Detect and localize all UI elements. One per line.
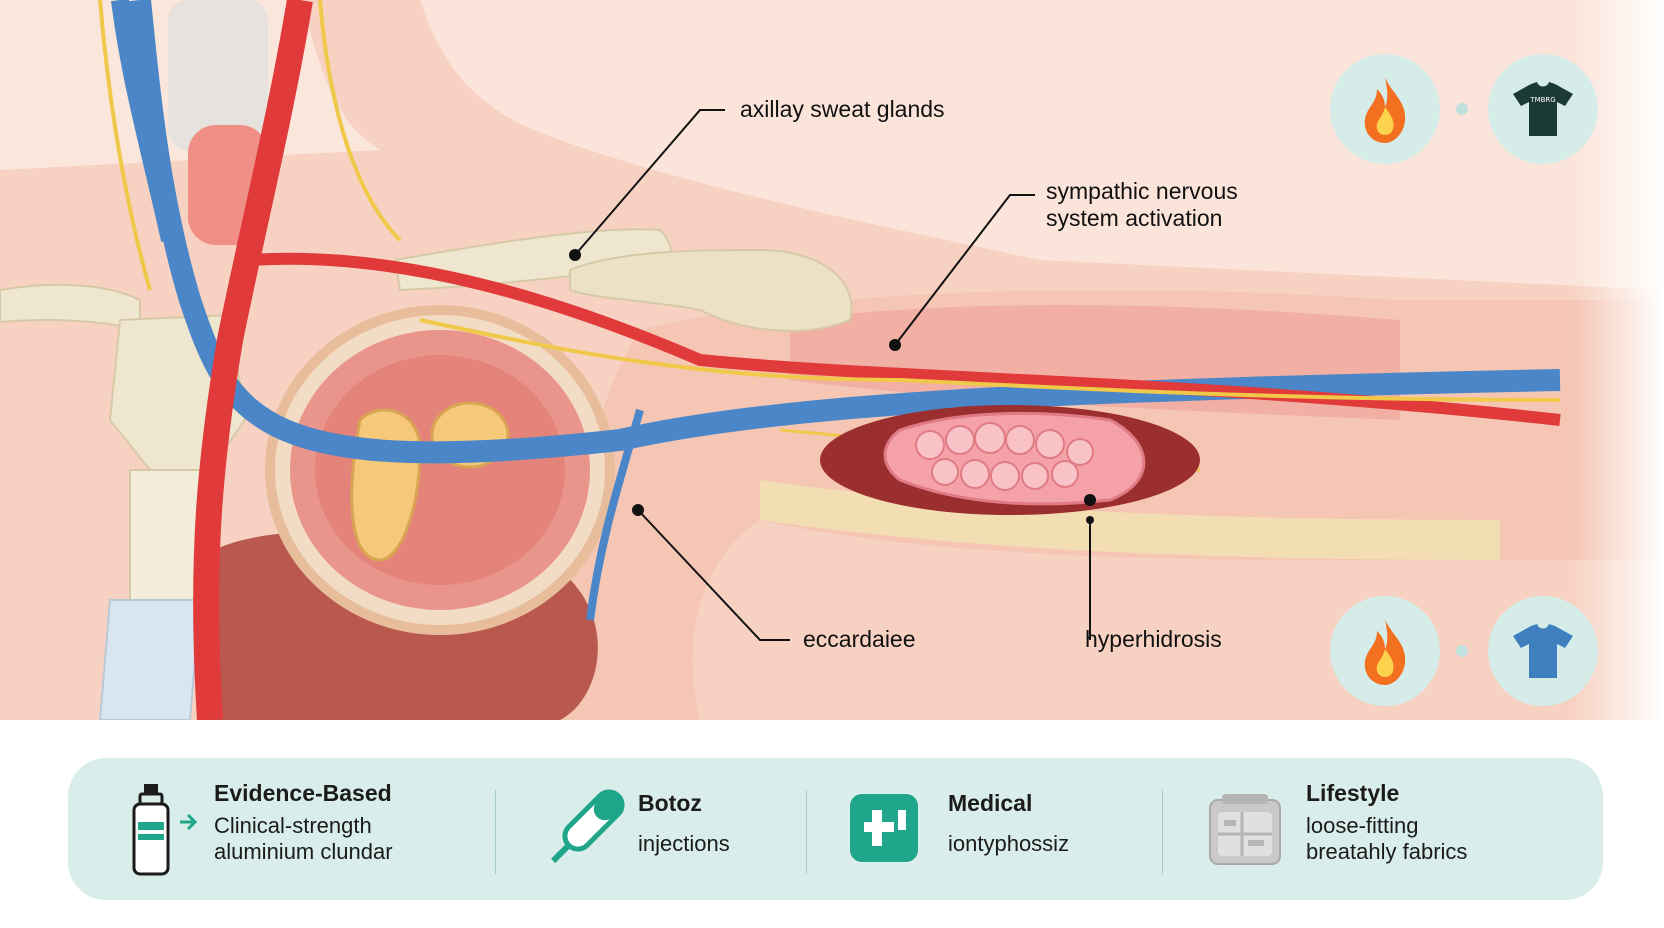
callout-sympathetic-line2: system activation bbox=[1046, 205, 1223, 231]
treatment-title: Botoz bbox=[638, 790, 702, 816]
callout-sympathetic-line1: sympathic nervous bbox=[1046, 178, 1238, 204]
callout-axillary-label: axillay sweat glands bbox=[740, 96, 945, 122]
treatment-title: Lifestyle bbox=[1306, 780, 1400, 806]
divider bbox=[495, 790, 496, 874]
fire-icon bbox=[1330, 54, 1440, 164]
t-shirt-icon bbox=[1488, 596, 1598, 706]
divider bbox=[806, 790, 807, 874]
vein-neck bbox=[111, 0, 179, 242]
treatment-evidence-based: Evidence-Based Clinical-strength alumini… bbox=[128, 758, 538, 900]
separator-dot bbox=[1456, 103, 1468, 115]
callout-axillary-sweat-glands: axillay sweat glands bbox=[740, 96, 945, 123]
leader-dots bbox=[569, 249, 1096, 524]
medical-cross-icon bbox=[850, 794, 918, 862]
treatment-medical: Medical iontyphossiz bbox=[848, 758, 1168, 900]
callout-eccrine-label: eccardaiee bbox=[803, 626, 916, 652]
separator-dot bbox=[1456, 645, 1468, 657]
gland-lobules bbox=[915, 422, 1094, 491]
leader-lines bbox=[574, 109, 1091, 641]
treatment-lifestyle: Lifestyle loose-fitting breatahly fabric… bbox=[1206, 758, 1586, 900]
treatment-line: breatahly fabrics bbox=[1306, 839, 1468, 864]
treatment-line: loose-fitting bbox=[1306, 813, 1419, 838]
rib-lower bbox=[98, 599, 202, 720]
callout-eccrine: eccardaiee bbox=[803, 626, 916, 653]
trachea bbox=[168, 0, 268, 150]
treatment-title: Medical bbox=[948, 790, 1033, 816]
treatment-line: aluminium clundar bbox=[214, 839, 393, 864]
rib-cartilage bbox=[129, 469, 201, 601]
antiperspirant-bottle-icon bbox=[132, 784, 198, 876]
callout-sympathetic-activation: sympathic nervous system activation bbox=[1046, 178, 1238, 232]
treatment-line: injections bbox=[638, 831, 730, 856]
treatment-title: Evidence-Based bbox=[214, 780, 392, 806]
syringe-icon bbox=[551, 789, 625, 863]
clothing-box-icon bbox=[1209, 794, 1281, 865]
callout-hyperhidrosis-label: hyperhidrosis bbox=[1085, 626, 1222, 652]
treatment-line: iontyphossiz bbox=[948, 831, 1070, 856]
scapula bbox=[569, 248, 853, 332]
t-shirt-icon: TMBRG bbox=[1488, 54, 1598, 164]
treatment-botox: Botoz injections bbox=[542, 758, 842, 900]
treatment-panel: Evidence-Based Clinical-strength alumini… bbox=[68, 758, 1603, 900]
artery-main bbox=[193, 0, 313, 720]
clavicle-left bbox=[0, 283, 141, 332]
treatment-line: Clinical-strength bbox=[214, 813, 372, 838]
vein-branch bbox=[586, 408, 644, 621]
fire-icon bbox=[1330, 596, 1440, 706]
divider bbox=[1162, 790, 1163, 874]
callout-hyperhidrosis: hyperhidrosis bbox=[1085, 626, 1222, 653]
t-shirt-print: TMBRG bbox=[1529, 96, 1555, 104]
